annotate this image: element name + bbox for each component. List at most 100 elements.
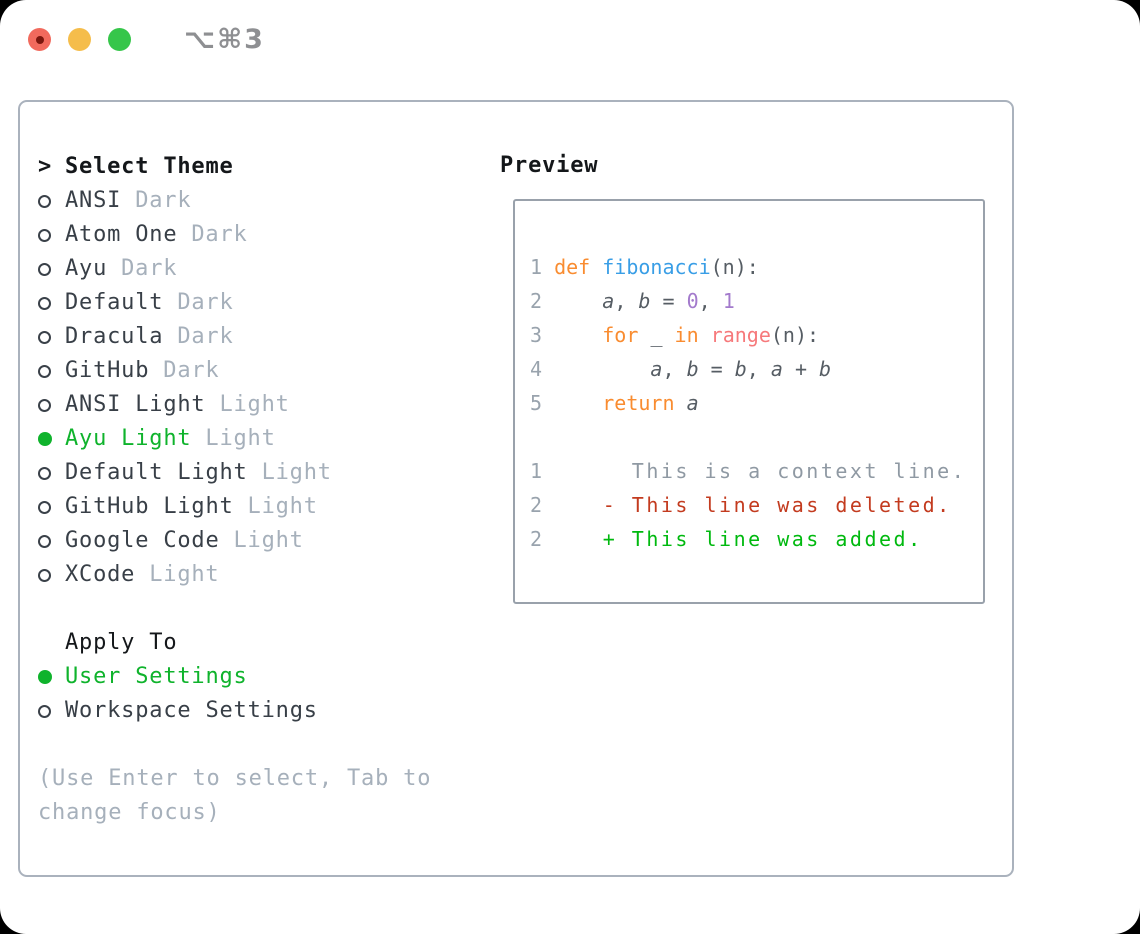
apply-to-header: Apply To — [65, 630, 178, 655]
line-number: 3 — [530, 323, 555, 347]
theme-option[interactable]: ANSI Light Light — [38, 388, 1012, 422]
theme-name: Dracula — [65, 324, 164, 349]
token-fg: , — [662, 357, 687, 381]
radio-unselected-icon — [38, 500, 51, 514]
token-fg: , — [614, 289, 639, 313]
theme-option[interactable]: XCode Light — [38, 558, 1012, 592]
close-button-dot-icon — [35, 35, 44, 44]
token-var: b — [638, 289, 651, 313]
diff-line: 1 This is a context line. — [530, 454, 983, 488]
token-fg: , — [746, 357, 771, 381]
help-text: change focus) — [38, 800, 221, 825]
theme-variant-badge: Dark — [135, 188, 192, 213]
theme-name: Ayu — [65, 256, 108, 281]
theme-option[interactable]: Google Code Light — [38, 524, 1012, 558]
token-fg — [554, 357, 650, 381]
token-var: b — [734, 357, 747, 381]
theme-name: Atom One — [65, 222, 178, 247]
radio-unselected-icon — [38, 330, 51, 344]
theme-variant-badge: Light — [205, 426, 276, 451]
token-del: - This line was deleted. — [559, 493, 952, 517]
apply-option-label: User Settings — [65, 664, 248, 689]
titlebar: ⌥⌘3 — [28, 26, 265, 53]
theme-option[interactable]: Atom One Dark — [38, 218, 1012, 252]
theme-name: Google Code — [65, 528, 220, 553]
theme-variant-badge: Light — [219, 392, 290, 417]
theme-variant-badge: Dark — [191, 222, 248, 247]
theme-variant-badge: Light — [233, 528, 304, 553]
preview-title: Preview — [500, 153, 599, 178]
help-text-line: change focus) — [38, 796, 1012, 830]
apply-option-label: Workspace Settings — [65, 698, 318, 723]
diff-line: 2 + This line was added. — [530, 522, 983, 556]
token-kw: def — [554, 255, 603, 279]
token-var: _ — [650, 323, 663, 347]
token-var: a — [770, 357, 783, 381]
code-line: 5 return a — [530, 386, 983, 420]
radio-selected-icon — [38, 432, 52, 446]
token-var: a — [602, 289, 615, 313]
help-text-line: (Use Enter to select, Tab to — [38, 762, 1012, 796]
token-var: a — [686, 391, 699, 415]
token-fg: + — [782, 357, 820, 381]
apply-option[interactable]: User Settings — [38, 660, 1012, 694]
radio-unselected-icon — [38, 534, 51, 548]
token-fg: (n): — [770, 323, 820, 347]
zoom-button[interactable] — [108, 28, 131, 51]
token-fg — [554, 289, 602, 313]
theme-variant-badge: Dark — [121, 256, 178, 281]
token-call: range — [710, 323, 771, 347]
code-line: 2 a, b = 0, 1 — [530, 284, 983, 318]
line-number: 2 — [530, 289, 555, 313]
theme-variant-badge: Light — [261, 460, 332, 485]
theme-option[interactable]: Ayu Dark — [38, 252, 1012, 286]
radio-unselected-icon — [38, 466, 51, 480]
token-fg — [554, 391, 602, 415]
line-number: 1 — [530, 459, 560, 483]
theme-name: XCode — [65, 562, 136, 587]
theme-name: Default — [65, 290, 164, 315]
apply-option[interactable]: Workspace Settings — [38, 694, 1012, 728]
radio-unselected-icon — [38, 194, 51, 208]
line-number: 2 — [530, 527, 560, 551]
theme-name: ANSI Light — [65, 392, 206, 417]
minimize-button[interactable] — [68, 28, 91, 51]
token-fg: , — [698, 289, 723, 313]
token-var: b — [686, 357, 699, 381]
radio-unselected-icon — [38, 398, 51, 412]
theme-option[interactable]: Dracula Dark — [38, 320, 1012, 354]
theme-variant-badge: Light — [247, 494, 318, 519]
code-line: 3 for _ in range(n): — [530, 318, 983, 352]
token-fg: = — [698, 357, 735, 381]
token-kw: for — [602, 323, 651, 347]
line-number: 2 — [530, 493, 560, 517]
theme-variant-badge: Light — [149, 562, 220, 587]
radio-selected-icon — [38, 670, 52, 684]
token-fg: (n): — [710, 255, 759, 279]
window-shortcut-label: ⌥⌘3 — [184, 24, 265, 55]
apply-to-header-row: Apply To — [38, 626, 1012, 660]
close-button[interactable] — [28, 28, 51, 51]
radio-unselected-icon — [38, 364, 51, 378]
token-fn: fibonacci — [602, 255, 711, 279]
code-line: 1 def fibonacci(n): — [530, 250, 983, 284]
focus-caret-icon: > — [38, 154, 53, 179]
token-fg — [554, 323, 602, 347]
blank-line — [530, 420, 983, 454]
theme-variant-badge: Dark — [177, 324, 234, 349]
line-number: 5 — [530, 391, 555, 415]
radio-unselected-icon — [38, 228, 51, 242]
diff-line: 2 - This line was deleted. — [530, 488, 983, 522]
token-var: a — [650, 357, 663, 381]
radio-unselected-icon — [38, 262, 51, 276]
radio-unselected-icon — [38, 568, 51, 582]
